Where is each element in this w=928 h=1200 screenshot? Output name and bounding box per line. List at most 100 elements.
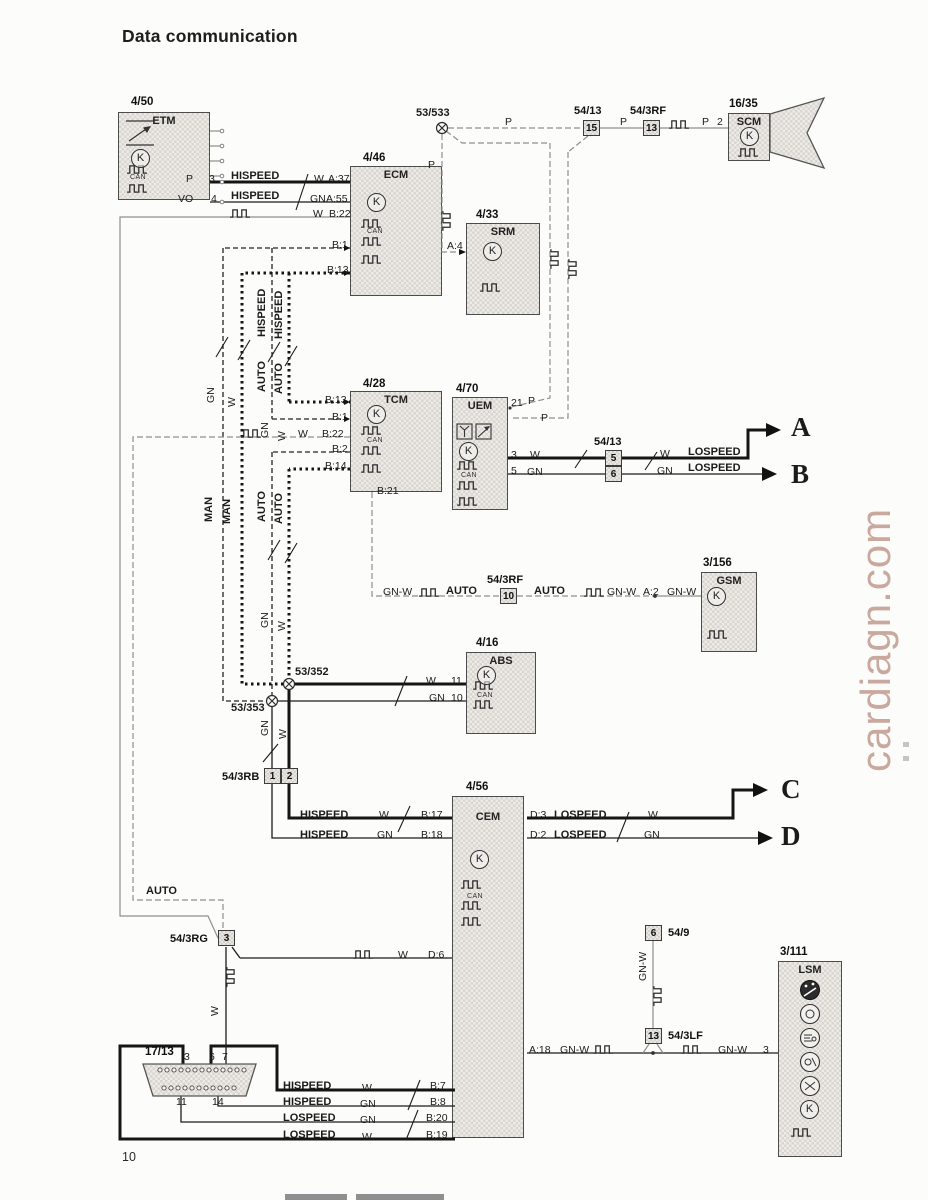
connector-label: 54/3RF (630, 105, 667, 117)
wire-label: A:2 (643, 586, 659, 598)
wire-label: HISPEED (231, 170, 280, 182)
block-name-lsm: LSM (798, 964, 822, 976)
arrowheads (344, 245, 781, 845)
wire-label: P (620, 116, 628, 128)
block-id-srm: 4/33 (476, 209, 499, 221)
block-name-tcm: TCM (384, 394, 408, 406)
block-id-abs: 4/16 (476, 637, 499, 649)
connector-pin: 13 (643, 120, 660, 136)
wire-label: B:13 (327, 264, 349, 276)
wire-label: B:18 (421, 829, 443, 841)
wire-label: W (362, 1082, 372, 1094)
wire-label: W (426, 675, 436, 687)
wire-label: B:13 (325, 394, 347, 406)
wire-label: 2 (717, 116, 723, 128)
page-title: Data communication (122, 26, 298, 46)
splice-label: 53/533 (416, 107, 450, 119)
wire-label: W (379, 809, 389, 821)
wire-label: LOSPEED (688, 462, 741, 474)
bus-arrow-c-label: C (781, 774, 801, 804)
wire-label: LOSPEED (688, 446, 741, 458)
wire-label: B:14 (325, 460, 347, 472)
wire-label: W (314, 173, 324, 185)
wire-label: 10 (451, 692, 463, 704)
block-tcm: TCM (350, 391, 442, 492)
block-name-uem: UEM (467, 400, 493, 412)
block-id-uem: 4/70 (456, 383, 479, 395)
wire-label: 5 (511, 465, 517, 477)
block-id-lsm: 3/111 (780, 946, 808, 958)
wire-label: 3 (763, 1044, 769, 1056)
wire-label: 11 (451, 675, 462, 687)
wire-label: LOSPEED (283, 1129, 336, 1141)
block-id-scm: 16/35 (729, 98, 758, 110)
wire-label: A:4 (447, 240, 463, 252)
connector-label: 54/13 (594, 436, 622, 448)
wire-label: W (276, 431, 288, 441)
wire-label: AUTO (446, 585, 477, 597)
block-name-gsm: GSM (716, 575, 742, 587)
page-number: 10 (122, 1150, 136, 1164)
wire-label: GN-W (718, 1044, 748, 1056)
wire-label: W (226, 397, 238, 407)
wire-label: B:17 (421, 809, 443, 821)
wire-label: GN (360, 1098, 376, 1110)
block-name-abs: ABS (489, 655, 513, 667)
wire-label: B:1 (332, 239, 348, 251)
wire-label: D:2 (530, 829, 547, 841)
wire-label: B:7 (430, 1080, 446, 1092)
connector-label: 54/3RB (222, 771, 260, 783)
wire-label: LOSPEED (283, 1112, 336, 1124)
block-abs: ABS (466, 652, 536, 734)
block-name-scm: SCM (736, 116, 762, 128)
connector-pin: 5 (605, 450, 622, 466)
wire-label: AUTO (256, 361, 268, 392)
bus-arrow-d-label: D (781, 821, 801, 851)
horn-icon (769, 96, 826, 170)
wire-label: A:18 (529, 1044, 551, 1056)
wire-label: GN (644, 829, 660, 841)
block-id-dlc: 17/13 (145, 1046, 174, 1058)
block-scm: SCM (728, 113, 770, 161)
block-etm: ETM (118, 112, 210, 200)
connector-label: 54/3RF (487, 574, 524, 586)
wire-label: AUTO (534, 585, 565, 597)
wire-label: GN (657, 465, 673, 477)
block-name-etm: ETM (152, 115, 176, 127)
wire-label: GN-W (607, 586, 637, 598)
wire-label: MAN (203, 496, 215, 522)
wire-label: HISPEED (283, 1080, 332, 1092)
wire-label: AUTO (256, 491, 268, 522)
wire-label: W (398, 949, 408, 961)
watermark: cardiagn.com (852, 507, 899, 772)
etm-stub-pins (210, 128, 225, 205)
wire-label: B:19 (426, 1129, 448, 1141)
connector-pin: 6 (605, 466, 622, 482)
wire-label: B:22 (329, 208, 351, 220)
connector-pin: 2 (281, 768, 298, 784)
wire-label: W (313, 208, 323, 220)
wire-label: W (276, 621, 288, 631)
wire-label: W (660, 448, 670, 460)
wire-label: 3 (184, 1051, 190, 1063)
wire-label: HISPEED (300, 809, 349, 821)
wire-label: AUTO (273, 493, 285, 524)
wire-label: W (648, 809, 658, 821)
wire-label: GN-W (383, 586, 413, 598)
wire-label: HISPEED (256, 288, 268, 337)
wire-label: HISPEED (231, 190, 280, 202)
block-id-ecm: 4/46 (363, 152, 386, 164)
connector-pin: 13 (645, 1028, 662, 1044)
wire-label: 4 (211, 193, 217, 205)
wire-label: D:3 (530, 809, 547, 821)
wire-label: HISPEED (283, 1096, 332, 1108)
wire-label: A:37 (328, 173, 350, 185)
block-id-cem: 4/56 (466, 781, 489, 793)
wire-label: B:8 (430, 1096, 446, 1108)
wire-label: LOSPEED (554, 829, 607, 841)
wire-label: B:2 (332, 443, 348, 455)
splice-label: 53/352 (295, 666, 329, 678)
wire-label: GN-W (560, 1044, 590, 1056)
connector-label: 54/3LF (668, 1030, 703, 1042)
block-name-cem: CEM (475, 811, 501, 823)
